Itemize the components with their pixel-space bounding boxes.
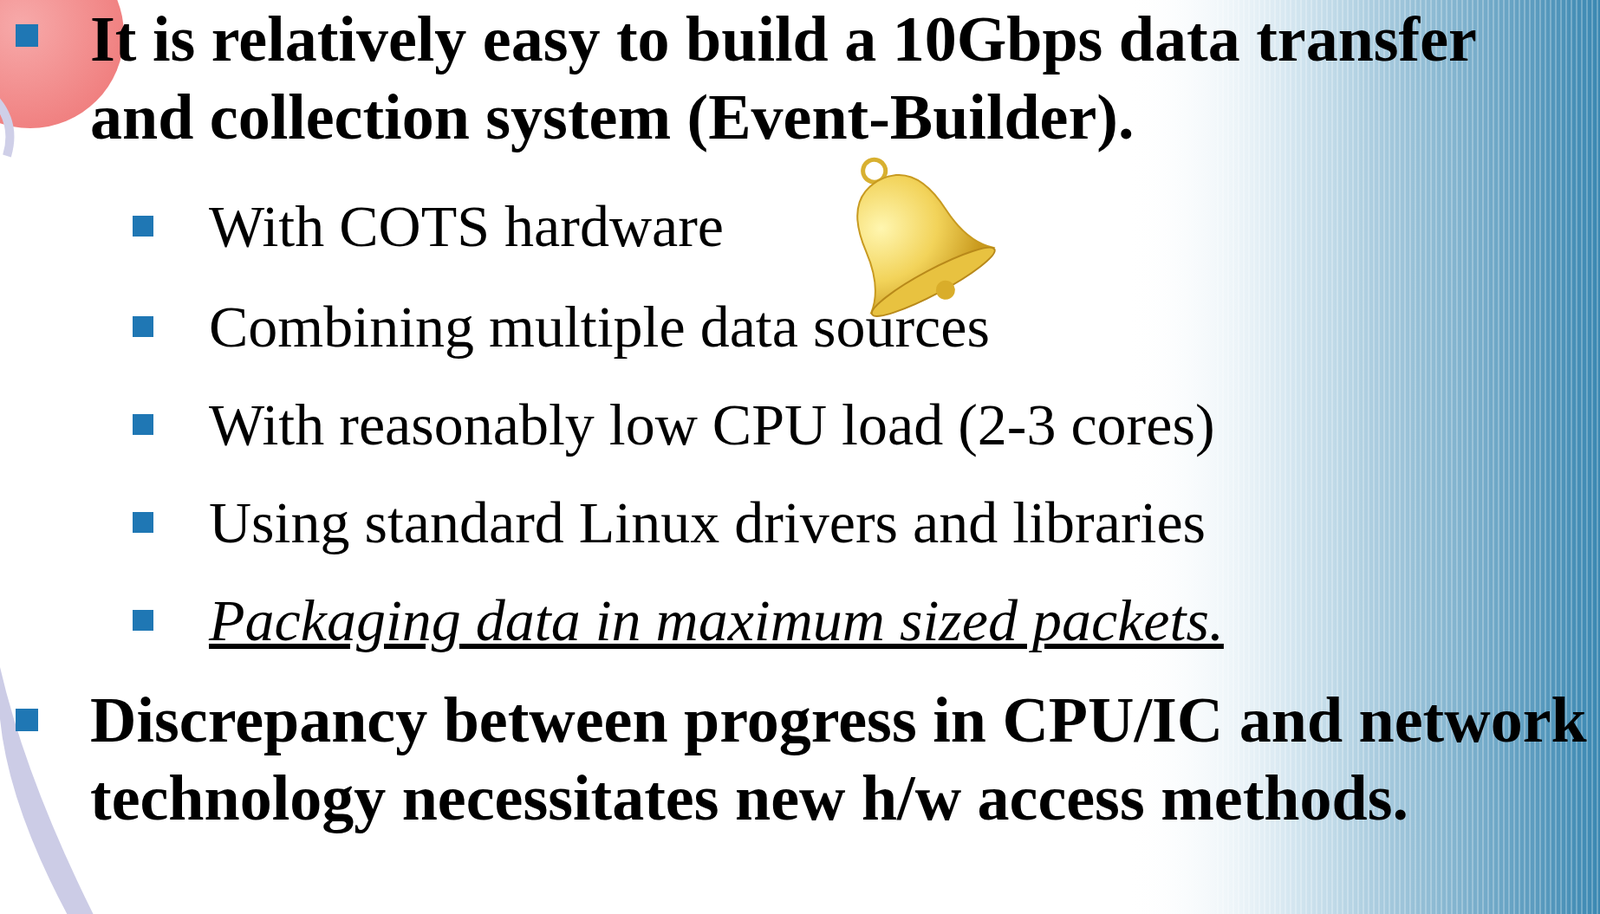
swoosh: [0, 667, 96, 914]
bullet-item: With reasonably low CPU load (2-3 cores): [208, 385, 1561, 464]
bullet-heading: Discrepancy between progress in CPU/IC a…: [90, 681, 1594, 838]
swoosh: [0, 95, 10, 157]
bullet-item: Packaging data in maximum sized packets.: [208, 581, 1561, 660]
bullet-item: Combining multiple data sources: [208, 287, 1561, 366]
bullet-item: With COTS hardware: [208, 187, 1561, 266]
bullet-heading: It is relatively easy to build a 10Gbps …: [90, 0, 1594, 157]
bullet-item: Using standard Linux drivers and librari…: [208, 483, 1561, 562]
